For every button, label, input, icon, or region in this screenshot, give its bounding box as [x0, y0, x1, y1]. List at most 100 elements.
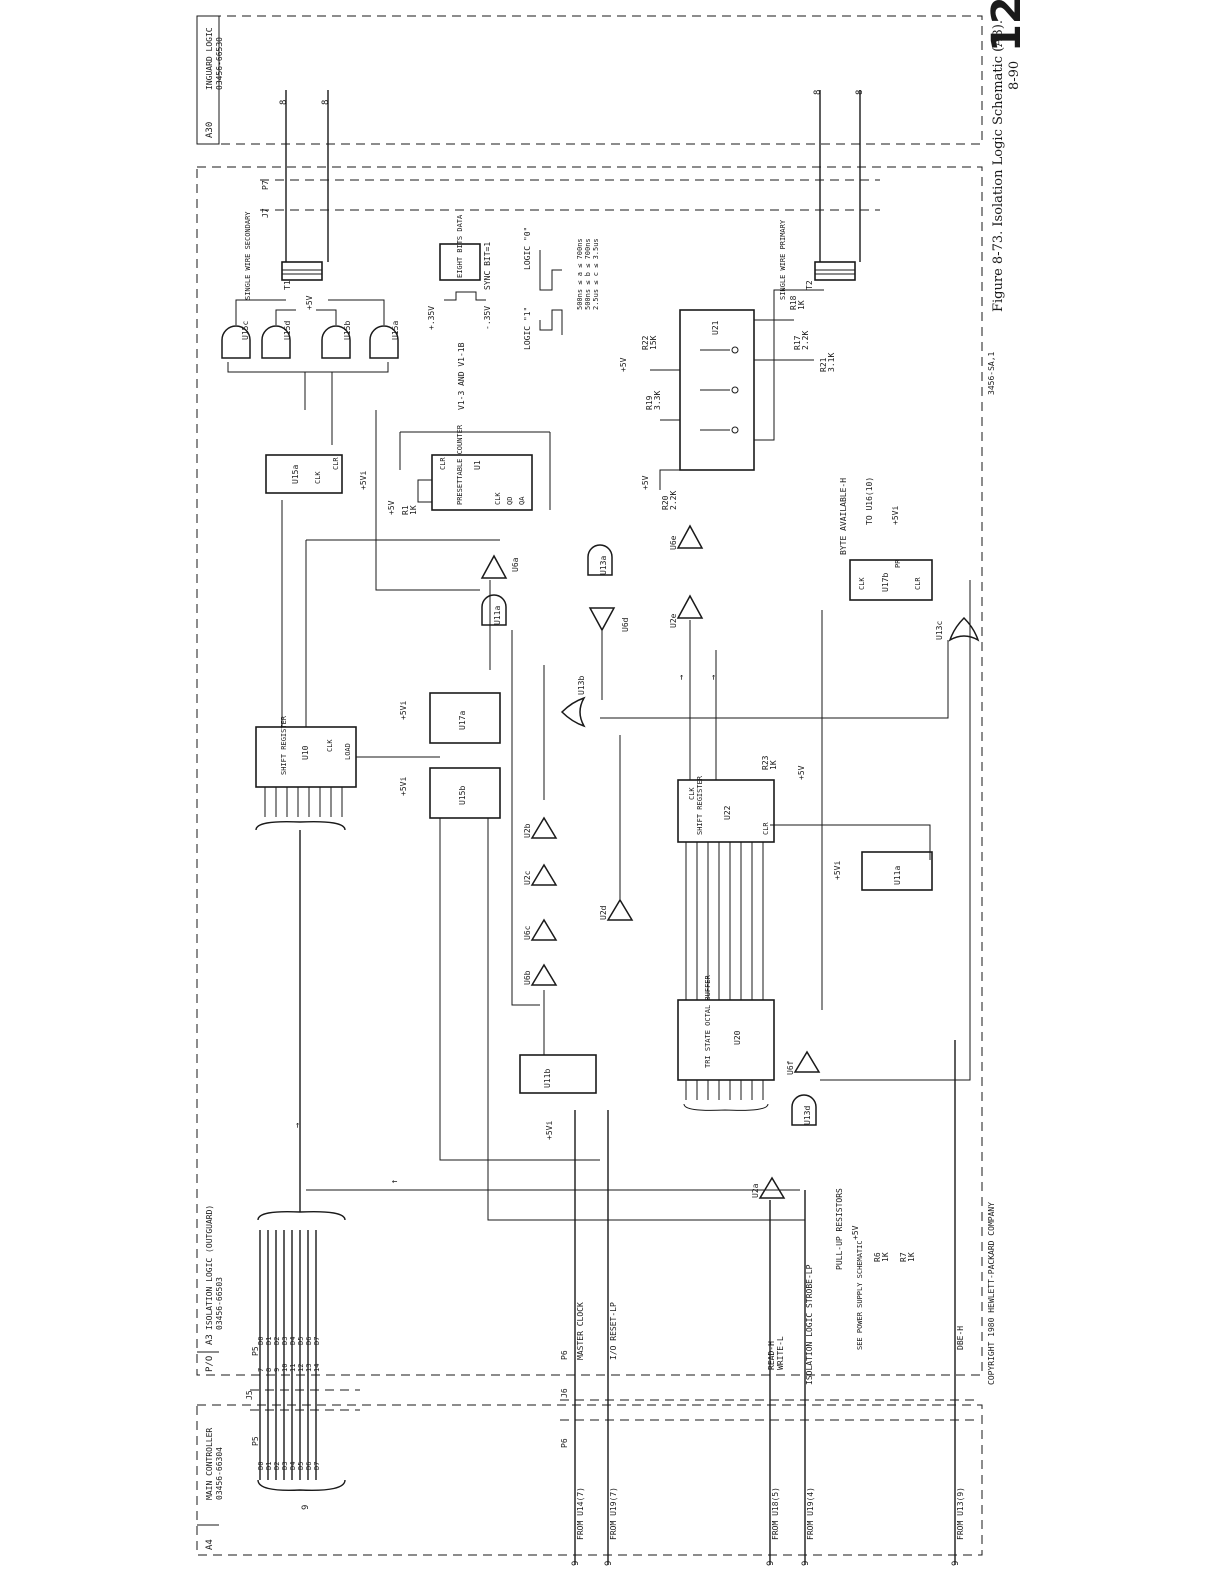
- a4-block-border: [196, 1404, 983, 1556]
- svg-text:U13a: U13a: [599, 556, 608, 575]
- svg-text:→: →: [709, 674, 719, 680]
- bus-line-label-top: D2: [273, 1337, 281, 1345]
- timing-note: EIGHT BITS DATA +.35V -.35V V1-3 AND V1-…: [427, 214, 600, 410]
- svg-text:U15a: U15a: [291, 465, 300, 484]
- svg-text:+5Vi: +5Vi: [399, 777, 408, 796]
- svg-text:U11a: U11a: [893, 866, 902, 885]
- connector-p6-bottom: P6: [560, 1438, 569, 1448]
- from-ref-3: FROM U18(5): [771, 1487, 780, 1540]
- svg-text:U6e: U6e: [669, 535, 678, 550]
- from-ref-2: FROM U19(7): [609, 1487, 618, 1540]
- svg-text:R1: R1: [401, 505, 410, 515]
- svg-text:U6d: U6d: [621, 617, 630, 632]
- svg-text:9: 9: [604, 1561, 614, 1566]
- bus-line-label-bottom: D4: [289, 1462, 297, 1470]
- svg-text:CLR: CLR: [439, 457, 447, 470]
- svg-text:U15c: U15c: [241, 321, 250, 340]
- bus-line-label-top: D5: [297, 1337, 305, 1345]
- copyright: COPYRIGHT 1980 HEWLETT-PACKARD COMPANY: [987, 1202, 996, 1385]
- svg-text:←: ←: [392, 1177, 398, 1187]
- svg-text:PRESETTABLE COUNTER: PRESETTABLE COUNTER: [456, 424, 464, 505]
- svg-text:R7: R7: [899, 1252, 908, 1262]
- signal-master-clock: MASTER CLOCK: [576, 1302, 585, 1360]
- signal-strobe: ISOLATION LOGIC STROBE-LP: [805, 1264, 814, 1385]
- svg-text:2.2K: 2.2K: [669, 491, 678, 510]
- chip-u21: U21: [679, 309, 755, 471]
- bus-pin-number: 13: [305, 1364, 313, 1372]
- chip-u1: PRESETTABLE COUNTER U1 CLK QD QA CLR R1 …: [387, 424, 551, 515]
- t1-label: SINGLE WIRE SECONDARY: [244, 211, 252, 300]
- svg-text:+5V: +5V: [797, 765, 806, 780]
- from-ref-4: FROM U19(4): [806, 1487, 815, 1540]
- svg-text:→: →: [677, 674, 687, 680]
- bus-pin-number: 14: [313, 1364, 321, 1372]
- svg-text:+5Vi: +5Vi: [545, 1121, 554, 1140]
- bus-line-label-top: D3: [281, 1337, 289, 1345]
- page-ref: 8-90: [1007, 61, 1022, 90]
- svg-text:8: 8: [813, 90, 823, 95]
- svg-text:U2b: U2b: [523, 823, 532, 838]
- svg-text:U17a: U17a: [458, 711, 467, 730]
- connector-p5-top: P5: [251, 1346, 260, 1356]
- svg-text:SYNC BIT=1: SYNC BIT=1: [483, 242, 492, 290]
- a3-part: 03456-66503: [215, 1277, 224, 1330]
- svg-text:CLR: CLR: [332, 457, 340, 470]
- svg-text:U13b: U13b: [577, 676, 586, 695]
- bus-line-label-bottom: D6: [305, 1462, 313, 1470]
- svg-text:U13c: U13c: [935, 621, 944, 640]
- from-refs: FROM U14(7) FROM U19(7) FROM U18(5) FROM…: [571, 1487, 965, 1566]
- connector-j5: J5: [245, 1390, 254, 1400]
- svg-text:9: 9: [571, 1561, 581, 1566]
- svg-text:3.1K: 3.1K: [827, 353, 836, 372]
- signal-write-l: WRITE-L: [776, 1336, 785, 1370]
- svg-text:+5Vi: +5Vi: [359, 471, 368, 490]
- svg-text:CLK: CLK: [688, 787, 696, 800]
- signal-dbe-h: DBE-H: [956, 1326, 965, 1350]
- svg-text:V1-3 AND V1-1B: V1-3 AND V1-1B: [457, 342, 466, 410]
- a30-part: 03456-66530: [215, 37, 224, 90]
- svg-text:LOGIC "0": LOGIC "0": [523, 227, 532, 270]
- from-ref-5: FROM U13(9): [956, 1487, 965, 1540]
- bus-pin-number: 11: [289, 1364, 297, 1372]
- svg-text:R17: R17: [793, 335, 802, 350]
- svg-text:+5Vi: +5Vi: [399, 701, 408, 720]
- chip-u15a: U15a CLK CLR +5Vi: [265, 454, 368, 494]
- chip-u17b: U17b CLK CLR PR BYTE AVAILABLE-H TO U16(…: [839, 477, 933, 601]
- svg-text:U17b: U17b: [881, 573, 890, 592]
- chip-u20: TRI STATE OCTAL BUFFER U20: [677, 974, 775, 1111]
- bus-line-label-bottom: D7: [313, 1462, 321, 1470]
- from-ref-1: FROM U14(7): [576, 1487, 585, 1540]
- svg-text:+5V: +5V: [619, 357, 628, 372]
- signal-read-h: READ-H: [767, 1341, 776, 1370]
- svg-text:8: 8: [321, 100, 331, 105]
- svg-text:CLK: CLK: [858, 577, 866, 590]
- a4-title: MAIN CONTROLLER: [205, 1428, 214, 1500]
- svg-text:SEE POWER SUPPLY SCHEMATIC: SEE POWER SUPPLY SCHEMATIC: [856, 1240, 864, 1350]
- chip-u11b: U11b +5Vi: [519, 1054, 597, 1140]
- svg-text:PR: PR: [894, 559, 902, 568]
- bus-line-label-bottom: D0: [257, 1462, 265, 1470]
- svg-text:U11a: U11a: [493, 606, 502, 625]
- bus-pin-number: 8: [265, 1368, 273, 1372]
- svg-text:1K: 1K: [769, 760, 778, 770]
- bus-line-label-bottom: D2: [273, 1462, 281, 1470]
- interconnects: ←: [306, 410, 971, 1221]
- svg-text:3.3K: 3.3K: [653, 391, 662, 410]
- svg-text:+5Vi: +5Vi: [891, 506, 900, 525]
- svg-text:U15d: U15d: [283, 321, 292, 340]
- data-bus: 9: [250, 820, 360, 1510]
- a3-title-block: P/O A3 ISOLATION LOGIC (OUTGUARD) 03456-…: [197, 1205, 224, 1372]
- svg-text:TRI STATE OCTAL BUFFER: TRI STATE OCTAL BUFFER: [704, 974, 712, 1068]
- connector-j7: J7: [261, 208, 270, 218]
- svg-text:U6f: U6f: [786, 1060, 795, 1075]
- svg-text:SHIFT REGISTER: SHIFT REGISTER: [280, 715, 288, 775]
- svg-text:9: 9: [951, 1561, 961, 1566]
- svg-text:15K: 15K: [649, 335, 658, 350]
- bus-line-label-top: D0: [257, 1337, 265, 1345]
- svg-text:TO U16(10): TO U16(10): [865, 477, 874, 525]
- svg-text:U10: U10: [301, 745, 310, 760]
- svg-text:U6a: U6a: [511, 557, 520, 572]
- svg-text:R23: R23: [761, 755, 770, 770]
- svg-text:500ns ≤ a ≤ 700ns: 500ns ≤ a ≤ 700ns: [576, 238, 584, 310]
